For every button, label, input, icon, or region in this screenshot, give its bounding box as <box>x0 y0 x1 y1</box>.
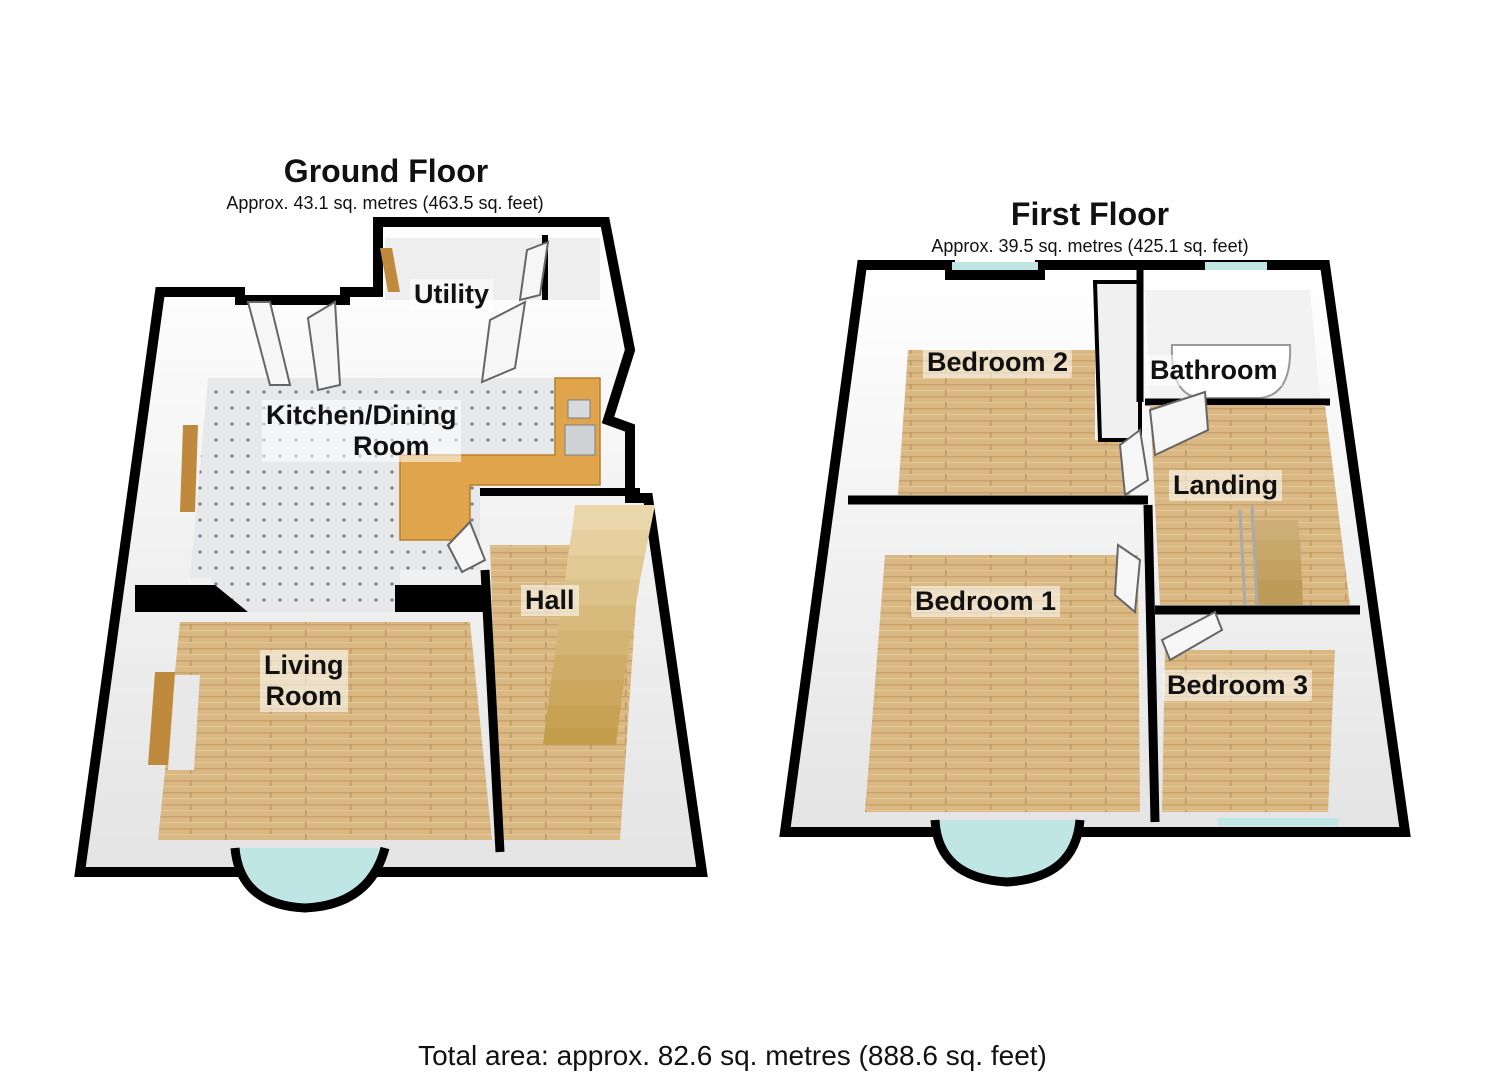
kitchen-sink <box>564 424 596 456</box>
living-fireplace <box>148 672 175 765</box>
bedroom3-window <box>1218 818 1338 826</box>
bedroom3-door <box>1160 610 1224 662</box>
total-area: Total area: approx. 82.6 sq. metres (888… <box>418 1040 1047 1071</box>
room-label-bedroom2: Bedroom 2 <box>923 347 1073 378</box>
kitchen-back-door-right <box>306 300 342 392</box>
room-label-bedroom1: Bedroom 1 <box>911 586 1061 617</box>
hall-living-wall <box>480 569 505 853</box>
utility-inner-door <box>518 240 550 302</box>
utility-shelf <box>380 248 400 292</box>
first-floor-area: Approx. 39.5 sq. metres (425.1 sq. feet) <box>931 236 1249 256</box>
bathroom-door <box>1148 390 1210 457</box>
ground-floor-title: Ground Floor <box>283 153 489 189</box>
first-floor-staircase <box>1238 504 1303 606</box>
kitchen-back-door-left <box>246 301 292 386</box>
living-bay-window <box>230 846 390 913</box>
ground-floor-plan <box>74 217 708 913</box>
kitchen-hob <box>567 399 591 419</box>
room-label-kitchen-line2: Room <box>353 431 430 461</box>
bedroom1-floor <box>865 555 1140 812</box>
hall-kitchen-door <box>446 520 487 574</box>
room-label-utility: Utility <box>410 279 494 310</box>
bedroom1-door <box>1113 543 1142 615</box>
dining-sideboard <box>180 425 198 512</box>
room-label-living-line2: Room <box>265 681 343 711</box>
first-floor-plan <box>779 260 1411 887</box>
bedroom1-bay-window <box>930 819 1085 887</box>
bedroom2-window <box>952 262 1038 270</box>
living-wall-right-return <box>395 585 490 612</box>
bedroom2-cupboard <box>1092 280 1142 442</box>
room-label-bedroom3: Bedroom 3 <box>1163 670 1313 701</box>
bedroom1-landing-wall <box>1143 504 1160 823</box>
bedroom2-door <box>1118 428 1150 497</box>
bathroom-window <box>1205 262 1267 270</box>
first-floor-title: First Floor <box>1010 196 1170 232</box>
room-label-kitchen-dining: Kitchen/Dining Room <box>262 400 461 462</box>
living-room-floor <box>158 622 492 840</box>
ground-floor-area: Approx. 43.1 sq. metres (463.5 sq. feet) <box>226 193 544 213</box>
room-label-bathroom: Bathroom <box>1146 355 1282 386</box>
living-wall-left-return <box>135 585 248 612</box>
room-label-living-room: Living Room <box>260 650 348 712</box>
bedroom2-floor <box>898 350 1130 495</box>
utility-door <box>480 300 527 384</box>
living-fireplace-surround <box>168 675 200 770</box>
room-label-living-line1: Living <box>264 650 344 680</box>
room-label-landing: Landing <box>1169 470 1282 501</box>
room-label-hall: Hall <box>521 585 579 616</box>
room-label-kitchen-line1: Kitchen/Dining <box>266 400 457 430</box>
